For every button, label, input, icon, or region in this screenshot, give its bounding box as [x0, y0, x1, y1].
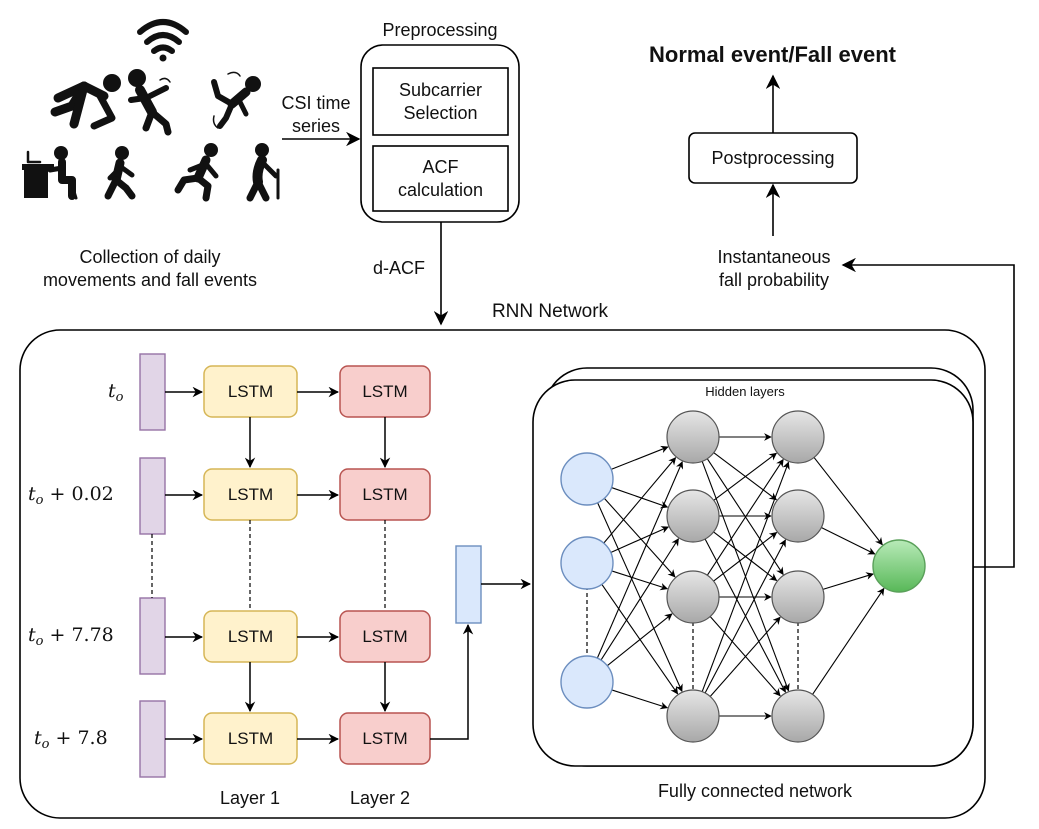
fc-edge-in-h1-0-0 [610, 445, 669, 470]
fc-edge-h2-out-2-0 [822, 572, 874, 590]
time-1-base: t [108, 380, 116, 402]
fc-edge-h2-out-1-0 [821, 527, 876, 555]
nn-h2-neuron-2 [771, 489, 825, 543]
fc-edge-h1-h2-3-1 [704, 539, 786, 694]
time-2-sub: o [35, 493, 44, 508]
nn-output-neuron [872, 539, 926, 593]
input-bar-t778 [139, 597, 166, 675]
nn-h1-neuron-4 [666, 689, 720, 743]
fc-edge-in-h1-0-1 [611, 487, 669, 509]
person-tumbling-icon [211, 71, 261, 129]
fc-edge-h2-out-3-0 [812, 587, 885, 695]
lstm-l1-3-label: LSTM [227, 626, 274, 646]
fc-network-label: Fully connected network [657, 781, 853, 801]
nn-input-neuron-1 [560, 452, 614, 506]
fc-edge-in-h1-1-1 [610, 526, 670, 553]
rnn-title: RNN Network [491, 301, 609, 322]
nn-input-neuron-3 [560, 655, 614, 709]
lstm-output-vector [455, 545, 482, 624]
time-label-2: to + 0.02 [28, 483, 114, 509]
fc-edge-in-h1-2-1 [600, 538, 679, 661]
fc-edge-in-h1-2-0 [596, 461, 684, 659]
csi-label: CSI time series [274, 92, 358, 137]
dacf-label: d-ACF [373, 258, 426, 278]
rnn-network-box [19, 329, 986, 819]
preprocessing-title: Preprocessing [382, 20, 498, 40]
nn-h2-neuron-1 [771, 410, 825, 464]
fc-edges [596, 433, 885, 720]
arrow-to-vector [430, 623, 474, 740]
subcarrier-line2: Selection [403, 102, 478, 123]
person-at-desk-icon [22, 146, 78, 200]
collection-label: Collection of daily movements and fall e… [20, 246, 280, 291]
fc-edge-h1-h2-1-0 [713, 452, 778, 501]
time-3-sub: o [35, 634, 44, 649]
time-4-base: t [34, 727, 42, 749]
hidden-layers-label: Hidden layers [705, 384, 785, 399]
time-4-offset: + 7.8 [49, 727, 108, 749]
elderly-person-cane-icon [246, 143, 280, 202]
fc-edge-h1-h2-2-1 [713, 532, 778, 582]
nn-h1-neuron-1 [666, 410, 720, 464]
lstm-l1-4-label: LSTM [227, 728, 274, 748]
fc-edge-h2-out-0-0 [813, 457, 883, 546]
output-title: Normal event/Fall event [649, 42, 896, 67]
fc-edge-in-h1-2-3 [611, 689, 669, 710]
time-label-1: to [108, 380, 123, 406]
nn-h2-neuron-4 [771, 689, 825, 743]
fc-edge-h1-h2-2-0 [706, 458, 784, 576]
subcarrier-line1: Subcarrier [398, 80, 483, 100]
time-1-sub: o [115, 390, 124, 405]
time-label-3: to + 7.78 [28, 624, 114, 650]
time-2-base: t [28, 483, 36, 505]
fc-edge-in-h1-2-2 [606, 613, 673, 667]
lstm-l1-2-label: LSTM [227, 484, 274, 504]
nn-h1-neuron-3 [666, 570, 720, 624]
fc-edge-h1-h2-3-0 [701, 461, 790, 692]
csi-label-line2: series [291, 115, 340, 136]
probability-label: Instantaneous fall probability [690, 246, 858, 291]
lstm-l2-4-label: LSTM [362, 728, 408, 748]
lstm-l1-1-label: LSTM [227, 381, 274, 401]
subcarrier-selection-box [372, 67, 509, 136]
time-2-offset: + 0.02 [43, 483, 114, 505]
time-label-4: to + 7.8 [34, 727, 108, 753]
probability-line2: fall probability [718, 269, 830, 290]
person-walking-icon [104, 146, 136, 200]
fc-edge-in-h1-0-2 [603, 497, 676, 578]
time-3-base: t [28, 624, 36, 646]
collection-label-line2: movements and fall events [42, 269, 258, 290]
fc-network-box [532, 379, 974, 767]
layer2-label: Layer 2 [349, 788, 411, 808]
acf-calculation-box [372, 145, 509, 212]
acf-line1: ACF [422, 157, 459, 177]
fc-edge-in-h1-1-2 [611, 570, 669, 591]
input-bar-t78 [139, 700, 166, 778]
fc-edge-h1-h2-3-2 [709, 616, 781, 697]
probability-line1: Instantaneous [717, 247, 831, 267]
acf-line2: calculation [397, 179, 484, 200]
time-4-sub: o [41, 737, 50, 752]
nn-h2-neuron-3 [771, 570, 825, 624]
person-running-icon [174, 143, 219, 202]
nn-h1-neuron-2 [666, 489, 720, 543]
nn-input-neuron-2 [560, 536, 614, 590]
layer1-label: Layer 1 [219, 788, 281, 808]
collection-label-line1: Collection of daily [79, 247, 221, 267]
lstm-l2-1-label: LSTM [362, 381, 408, 401]
lstm-l2-2-label: LSTM [362, 484, 408, 504]
time-3-offset: + 7.78 [43, 624, 114, 646]
person-falling-icon [50, 74, 121, 130]
postprocessing-label: Postprocessing [711, 147, 835, 168]
person-slipping-icon [128, 69, 172, 136]
wifi-icon [137, 19, 189, 62]
fc-edge-in-h1-1-0 [603, 457, 677, 544]
csi-label-line1: CSI time [281, 93, 351, 113]
input-bar-t0 [139, 353, 166, 431]
lstm-l2-3-label: LSTM [362, 626, 408, 646]
input-bar-t002 [139, 457, 166, 535]
